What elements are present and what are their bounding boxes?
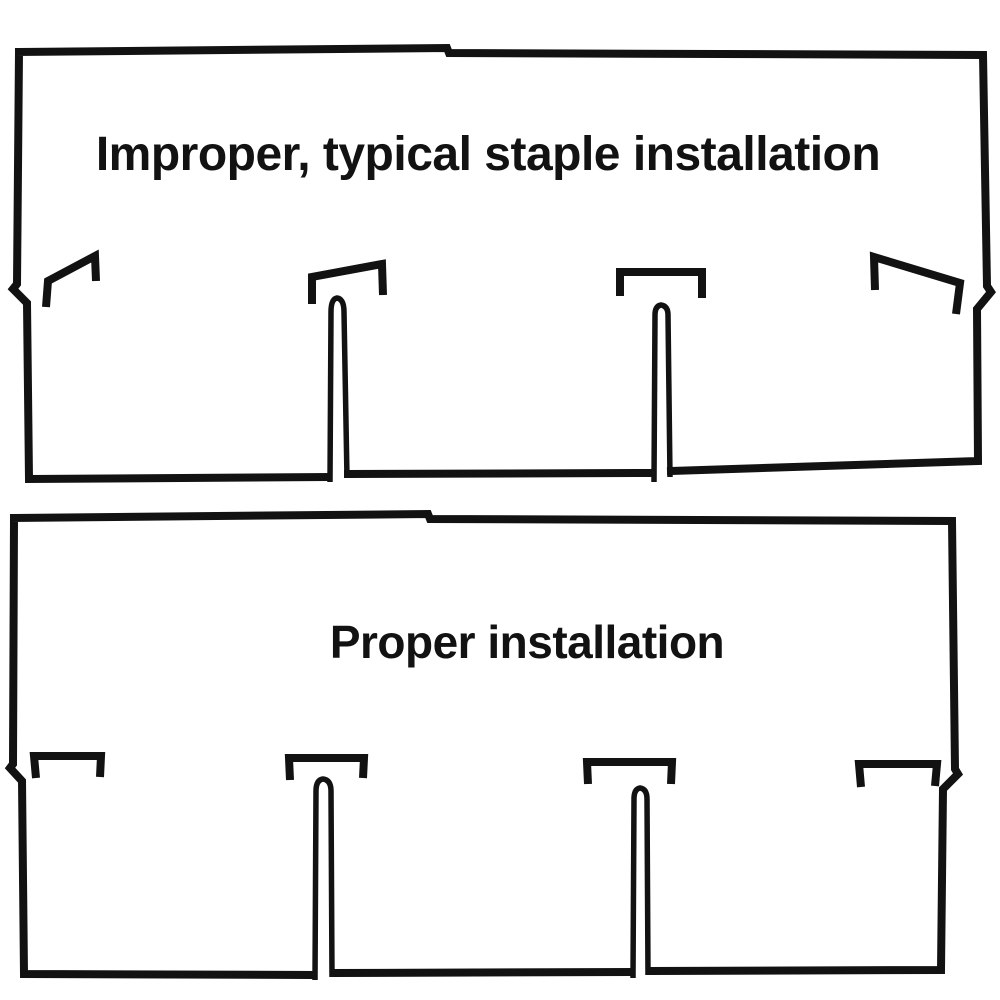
improper-shingle-staples bbox=[42, 249, 965, 315]
proper-shingle-staples bbox=[29, 752, 942, 788]
proper-title: Proper installation bbox=[330, 616, 724, 668]
cutout-slot bbox=[312, 776, 335, 981]
improper-shingle-slots bbox=[327, 295, 673, 483]
staple-level bbox=[582, 758, 677, 785]
staple-level bbox=[284, 754, 369, 781]
cutout-slot bbox=[630, 785, 651, 979]
improper-title: Improper, typical staple installation bbox=[96, 128, 880, 181]
proper-shingle-group: Proper installation bbox=[4, 509, 964, 981]
proper-shingle-outline bbox=[4, 509, 964, 980]
improper-shingle-group: Improper, typical staple installation bbox=[7, 43, 996, 484]
staple-tilted-down-right bbox=[869, 251, 965, 315]
staple-level bbox=[854, 760, 942, 788]
cutout-slot bbox=[651, 302, 673, 483]
proper-shingle-slots bbox=[312, 776, 651, 981]
staple-slightly-tilted bbox=[308, 259, 387, 304]
staple-level bbox=[616, 268, 706, 298]
cutout-slot bbox=[327, 295, 350, 483]
staple-tilted-up-right bbox=[42, 249, 100, 308]
staple-level bbox=[29, 752, 106, 779]
improper-shingle-outline bbox=[7, 43, 996, 484]
